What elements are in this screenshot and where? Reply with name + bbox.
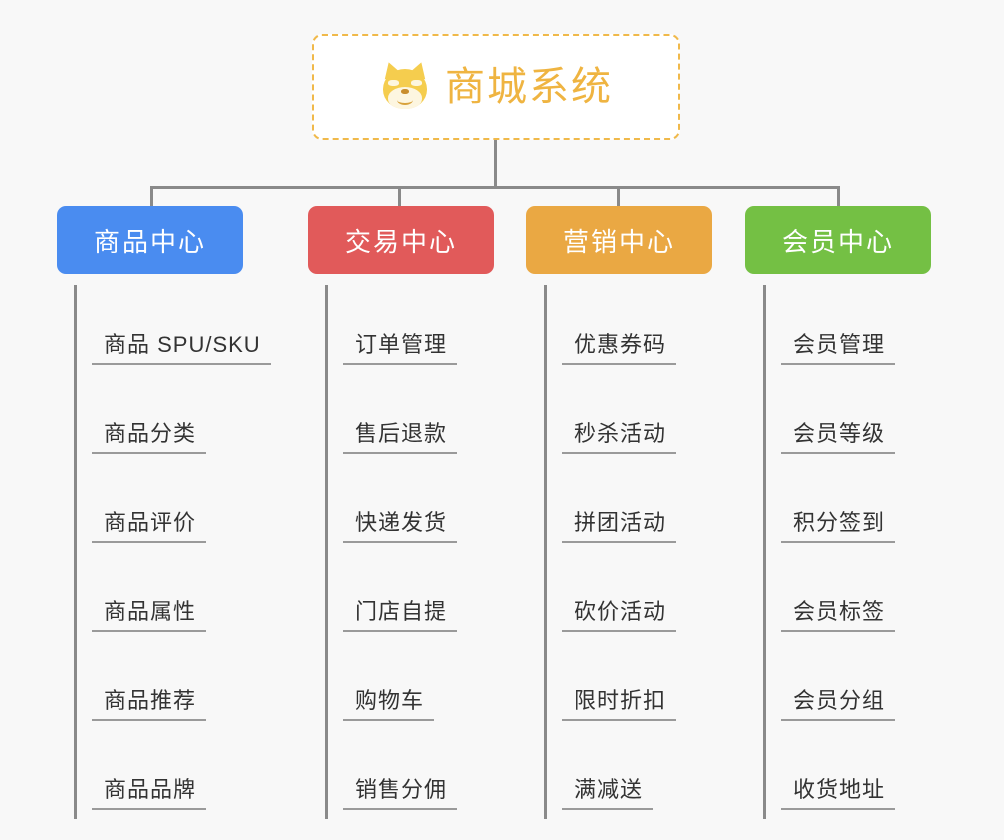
leaf-column-member-center: 会员管理 会员等级 积分签到 会员标签 会员分组 收货地址	[763, 285, 896, 819]
leaf-item[interactable]: 秒杀活动	[544, 374, 677, 463]
leaf-item[interactable]: 商品属性	[74, 552, 271, 641]
leaf-item[interactable]: 收货地址	[763, 730, 896, 819]
leaf-item[interactable]: 会员标签	[763, 552, 896, 641]
category-label: 交易中心	[344, 226, 457, 257]
connector-spine	[325, 285, 328, 819]
category-label: 会员中心	[781, 226, 894, 257]
category-header-member-center[interactable]: 会员中心	[745, 206, 931, 274]
leaf-item[interactable]: 商品 SPU/SKU	[74, 285, 271, 374]
leaf-item[interactable]: 快递发货	[325, 463, 458, 552]
leaf-label: 快递发货	[343, 510, 458, 543]
leaf-item[interactable]: 限时折扣	[544, 641, 677, 730]
leaf-label: 售后退款	[343, 421, 458, 454]
leaf-item[interactable]: 会员分组	[763, 641, 896, 730]
leaf-label: 会员等级	[781, 421, 896, 454]
leaf-label: 会员管理	[781, 332, 896, 365]
leaf-item[interactable]: 商品评价	[74, 463, 271, 552]
leaf-label: 商品评价	[92, 510, 207, 543]
leaf-item[interactable]: 砍价活动	[544, 552, 677, 641]
connector-spine	[544, 285, 547, 819]
leaf-label: 砍价活动	[562, 599, 677, 632]
leaf-label: 订单管理	[343, 332, 458, 365]
leaf-label: 商品属性	[92, 599, 207, 632]
connector-horizontal-bus	[150, 186, 840, 189]
leaf-item[interactable]: 购物车	[325, 641, 457, 730]
leaf-label: 拼团活动	[562, 510, 677, 543]
leaf-item[interactable]: 积分签到	[763, 463, 896, 552]
shiba-dog-icon	[379, 59, 431, 113]
leaf-item[interactable]: 拼团活动	[544, 463, 677, 552]
connector-spine	[763, 285, 766, 819]
leaf-item[interactable]: 销售分佣	[325, 730, 458, 819]
leaf-item[interactable]: 会员等级	[763, 374, 896, 463]
leaf-label: 商品分类	[92, 421, 207, 454]
leaf-label: 积分签到	[781, 510, 896, 543]
connector-drop-marketing-center	[617, 186, 620, 206]
category-label: 商品中心	[93, 226, 206, 257]
leaf-label: 限时折扣	[562, 688, 677, 721]
leaf-label: 门店自提	[343, 599, 458, 632]
leaf-label: 商品 SPU/SKU	[92, 332, 271, 365]
root-node-商城系统[interactable]: 商城系统	[312, 34, 680, 140]
leaf-item[interactable]: 商品分类	[74, 374, 271, 463]
leaf-item[interactable]: 商品品牌	[74, 730, 271, 819]
category-header-trade-center[interactable]: 交易中心	[308, 206, 494, 274]
leaf-label: 销售分佣	[343, 777, 458, 810]
connector-drop-member-center	[837, 186, 840, 206]
leaf-item[interactable]: 售后退款	[325, 374, 458, 463]
leaf-label: 购物车	[343, 688, 435, 721]
leaf-item[interactable]: 会员管理	[763, 285, 896, 374]
leaf-label: 满减送	[562, 777, 654, 810]
connector-root-stub	[494, 140, 497, 188]
leaf-column-product-center: 商品 SPU/SKU 商品分类 商品评价 商品属性 商品推荐 商品品牌	[74, 285, 271, 819]
category-label: 营销中心	[562, 226, 675, 257]
leaf-label: 会员标签	[781, 599, 896, 632]
leaf-label: 优惠券码	[562, 332, 677, 365]
connector-drop-trade-center	[398, 186, 401, 206]
leaf-label: 商品品牌	[92, 777, 207, 810]
leaf-column-trade-center: 订单管理 售后退款 快递发货 门店自提 购物车 销售分佣	[325, 285, 458, 819]
leaf-label: 秒杀活动	[562, 421, 677, 454]
leaf-item[interactable]: 商品推荐	[74, 641, 271, 730]
leaf-item[interactable]: 优惠券码	[544, 285, 677, 374]
connector-spine	[74, 285, 77, 819]
leaf-item[interactable]: 门店自提	[325, 552, 458, 641]
category-header-product-center[interactable]: 商品中心	[57, 206, 243, 274]
leaf-label: 商品推荐	[92, 688, 207, 721]
connector-drop-product-center	[150, 186, 153, 206]
leaf-label: 收货地址	[781, 777, 896, 810]
category-header-marketing-center[interactable]: 营销中心	[526, 206, 712, 274]
root-title: 商城系统	[445, 65, 613, 109]
leaf-column-marketing-center: 优惠券码 秒杀活动 拼团活动 砍价活动 限时折扣 满减送	[544, 285, 677, 819]
leaf-item[interactable]: 订单管理	[325, 285, 458, 374]
leaf-label: 会员分组	[781, 688, 896, 721]
leaf-item[interactable]: 满减送	[544, 730, 676, 819]
